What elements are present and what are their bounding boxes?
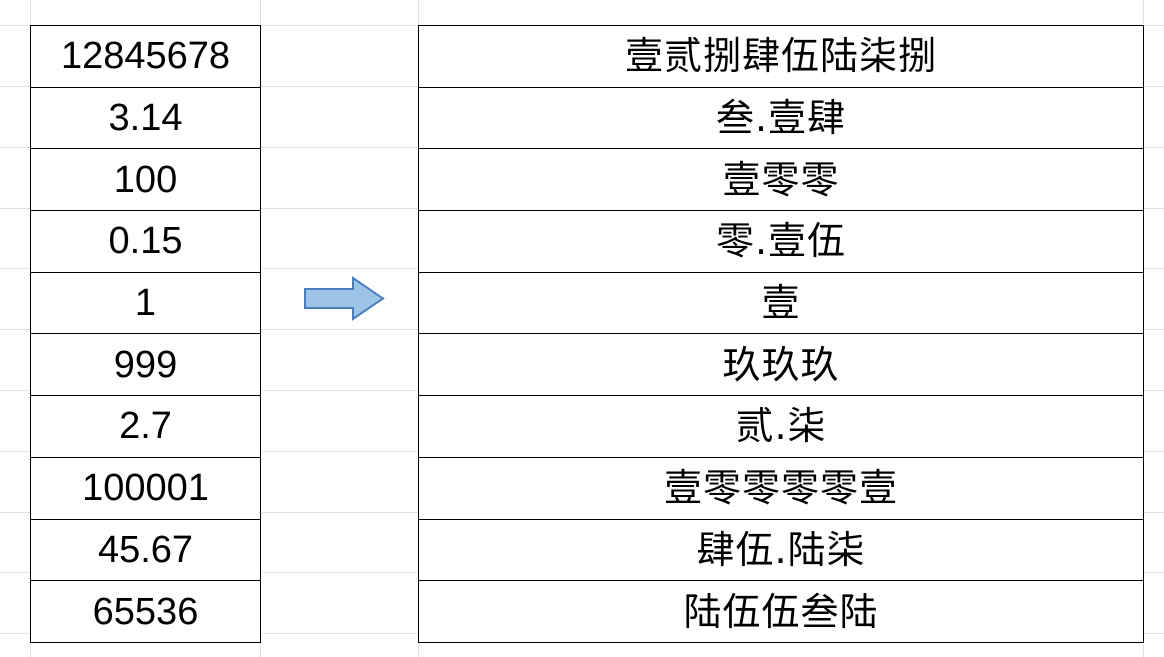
gridline-vertical: [260, 0, 261, 657]
table-row[interactable]: 100001: [30, 456, 261, 520]
result-cell[interactable]: 肆伍.陆柒: [418, 518, 1144, 582]
source-cell[interactable]: 999: [30, 333, 261, 397]
table-row[interactable]: 2.7: [30, 395, 261, 458]
table-row[interactable]: 玖玖玖: [418, 333, 1144, 397]
result-cell[interactable]: 陆伍伍叁陆: [418, 580, 1144, 643]
table-row[interactable]: 65536: [30, 580, 261, 643]
result-cell[interactable]: 零.壹伍: [418, 210, 1144, 273]
gridline-vertical: [1143, 0, 1144, 657]
result-cell[interactable]: 壹零零零零壹: [418, 456, 1144, 520]
table-row[interactable]: 零.壹伍: [418, 210, 1144, 273]
source-cell[interactable]: 3.14: [30, 86, 261, 150]
table-row[interactable]: 壹: [418, 271, 1144, 335]
table-row[interactable]: 100: [30, 148, 261, 212]
table-row[interactable]: 叁.壹肆: [418, 86, 1144, 150]
source-cell[interactable]: 45.67: [30, 518, 261, 582]
source-cell[interactable]: 12845678: [30, 25, 261, 88]
source-cell[interactable]: 100: [30, 148, 261, 212]
table-row[interactable]: 壹零零: [418, 148, 1144, 212]
table-row[interactable]: 贰.柒: [418, 395, 1144, 458]
table-row[interactable]: 999: [30, 333, 261, 397]
table-row[interactable]: 0.15: [30, 210, 261, 273]
result-cell[interactable]: 壹: [418, 271, 1144, 335]
table-row[interactable]: 壹贰捌肆伍陆柒捌: [418, 25, 1144, 88]
table-row[interactable]: 肆伍.陆柒: [418, 518, 1144, 582]
source-cell[interactable]: 2.7: [30, 395, 261, 458]
table-row[interactable]: 壹零零零零壹: [418, 456, 1144, 520]
table-row[interactable]: 陆伍伍叁陆: [418, 580, 1144, 643]
result-cell[interactable]: 贰.柒: [418, 395, 1144, 458]
result-values-table: 壹贰捌肆伍陆柒捌 叁.壹肆 壹零零 零.壹伍 壹 玖玖玖 贰.柒 壹零零零零壹: [418, 25, 1144, 643]
source-cell[interactable]: 100001: [30, 456, 261, 520]
source-cell[interactable]: 0.15: [30, 210, 261, 273]
source-cell[interactable]: 1: [30, 271, 261, 335]
right-arrow-icon: [303, 276, 385, 321]
source-cell[interactable]: 65536: [30, 580, 261, 643]
table-row[interactable]: 3.14: [30, 86, 261, 150]
table-row[interactable]: 12845678: [30, 25, 261, 88]
table-row[interactable]: 45.67: [30, 518, 261, 582]
result-cell[interactable]: 叁.壹肆: [418, 86, 1144, 150]
source-values-table: 12845678 3.14 100 0.15 1 999 2.7 100001: [30, 25, 261, 643]
table-row[interactable]: 1: [30, 271, 261, 335]
result-cell[interactable]: 壹贰捌肆伍陆柒捌: [418, 25, 1144, 88]
result-cell[interactable]: 玖玖玖: [418, 333, 1144, 397]
result-cell[interactable]: 壹零零: [418, 148, 1144, 212]
